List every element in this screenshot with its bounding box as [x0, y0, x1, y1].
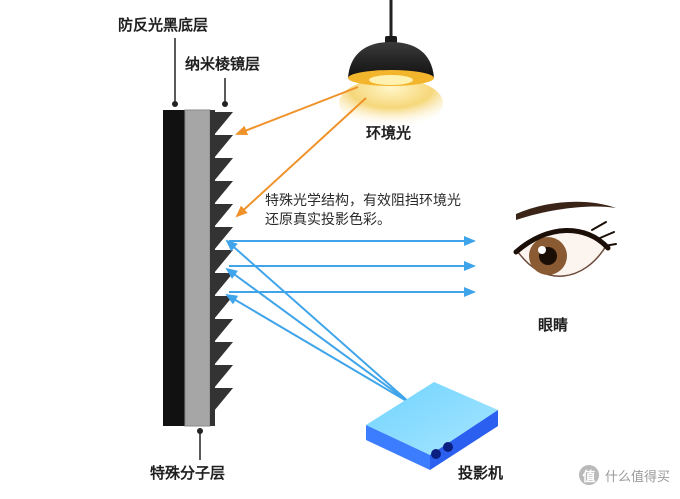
description-line-2: 还原真实投影色彩。 — [265, 212, 391, 228]
ray-in-3 — [225, 293, 411, 404]
ray-in-2 — [225, 267, 411, 404]
special-molecular-gray-layer — [184, 109, 211, 427]
molecular-layer-pointer-dot — [197, 428, 203, 434]
nano-prism-teeth — [214, 112, 233, 411]
eye-label: 眼睛 — [538, 316, 569, 334]
prism-tooth — [214, 112, 233, 135]
prism-layer-pointer-dot — [222, 101, 228, 107]
ambient-arrow-1 — [235, 86, 359, 136]
prism-tooth — [214, 365, 233, 388]
prism-tooth — [214, 135, 233, 158]
ambient-light-arrows — [235, 86, 367, 218]
prism-tooth — [214, 319, 233, 342]
watermark-badge: 值 — [578, 465, 599, 485]
pendant-lamp-icon — [339, 0, 443, 128]
nano-prism-layer-label: 纳米棱镜层 — [185, 55, 261, 73]
ambient-light-label: 环境光 — [366, 124, 412, 142]
projector-icon — [366, 382, 498, 470]
anti-reflective-black-layer — [163, 110, 185, 426]
description-line-1: 特殊光学结构，有效阻挡环境光 — [265, 193, 461, 209]
watermark: 值 什么值得买 — [578, 465, 670, 485]
prism-backing — [210, 110, 215, 426]
screen-layers — [163, 109, 233, 427]
prism-tooth — [214, 181, 233, 204]
black-layer-pointer-dot — [172, 101, 178, 107]
ambient-arrow-2 — [235, 97, 367, 218]
prism-tooth — [214, 158, 233, 181]
prism-tooth — [214, 342, 233, 365]
prism-tooth — [214, 227, 233, 250]
anti-reflective-black-layer-label: 防反光黑底层 — [118, 16, 209, 34]
prism-tooth — [214, 296, 233, 319]
projector-label: 投影机 — [458, 464, 504, 482]
prism-tooth — [214, 388, 233, 411]
watermark-text: 什么值得买 — [604, 469, 670, 485]
eye-icon — [513, 201, 617, 277]
projector-rays — [225, 236, 476, 404]
prism-tooth — [214, 204, 233, 227]
special-molecular-layer-label: 特殊分子层 — [150, 464, 226, 482]
ray-in-1 — [225, 239, 411, 404]
prism-tooth — [214, 250, 233, 273]
